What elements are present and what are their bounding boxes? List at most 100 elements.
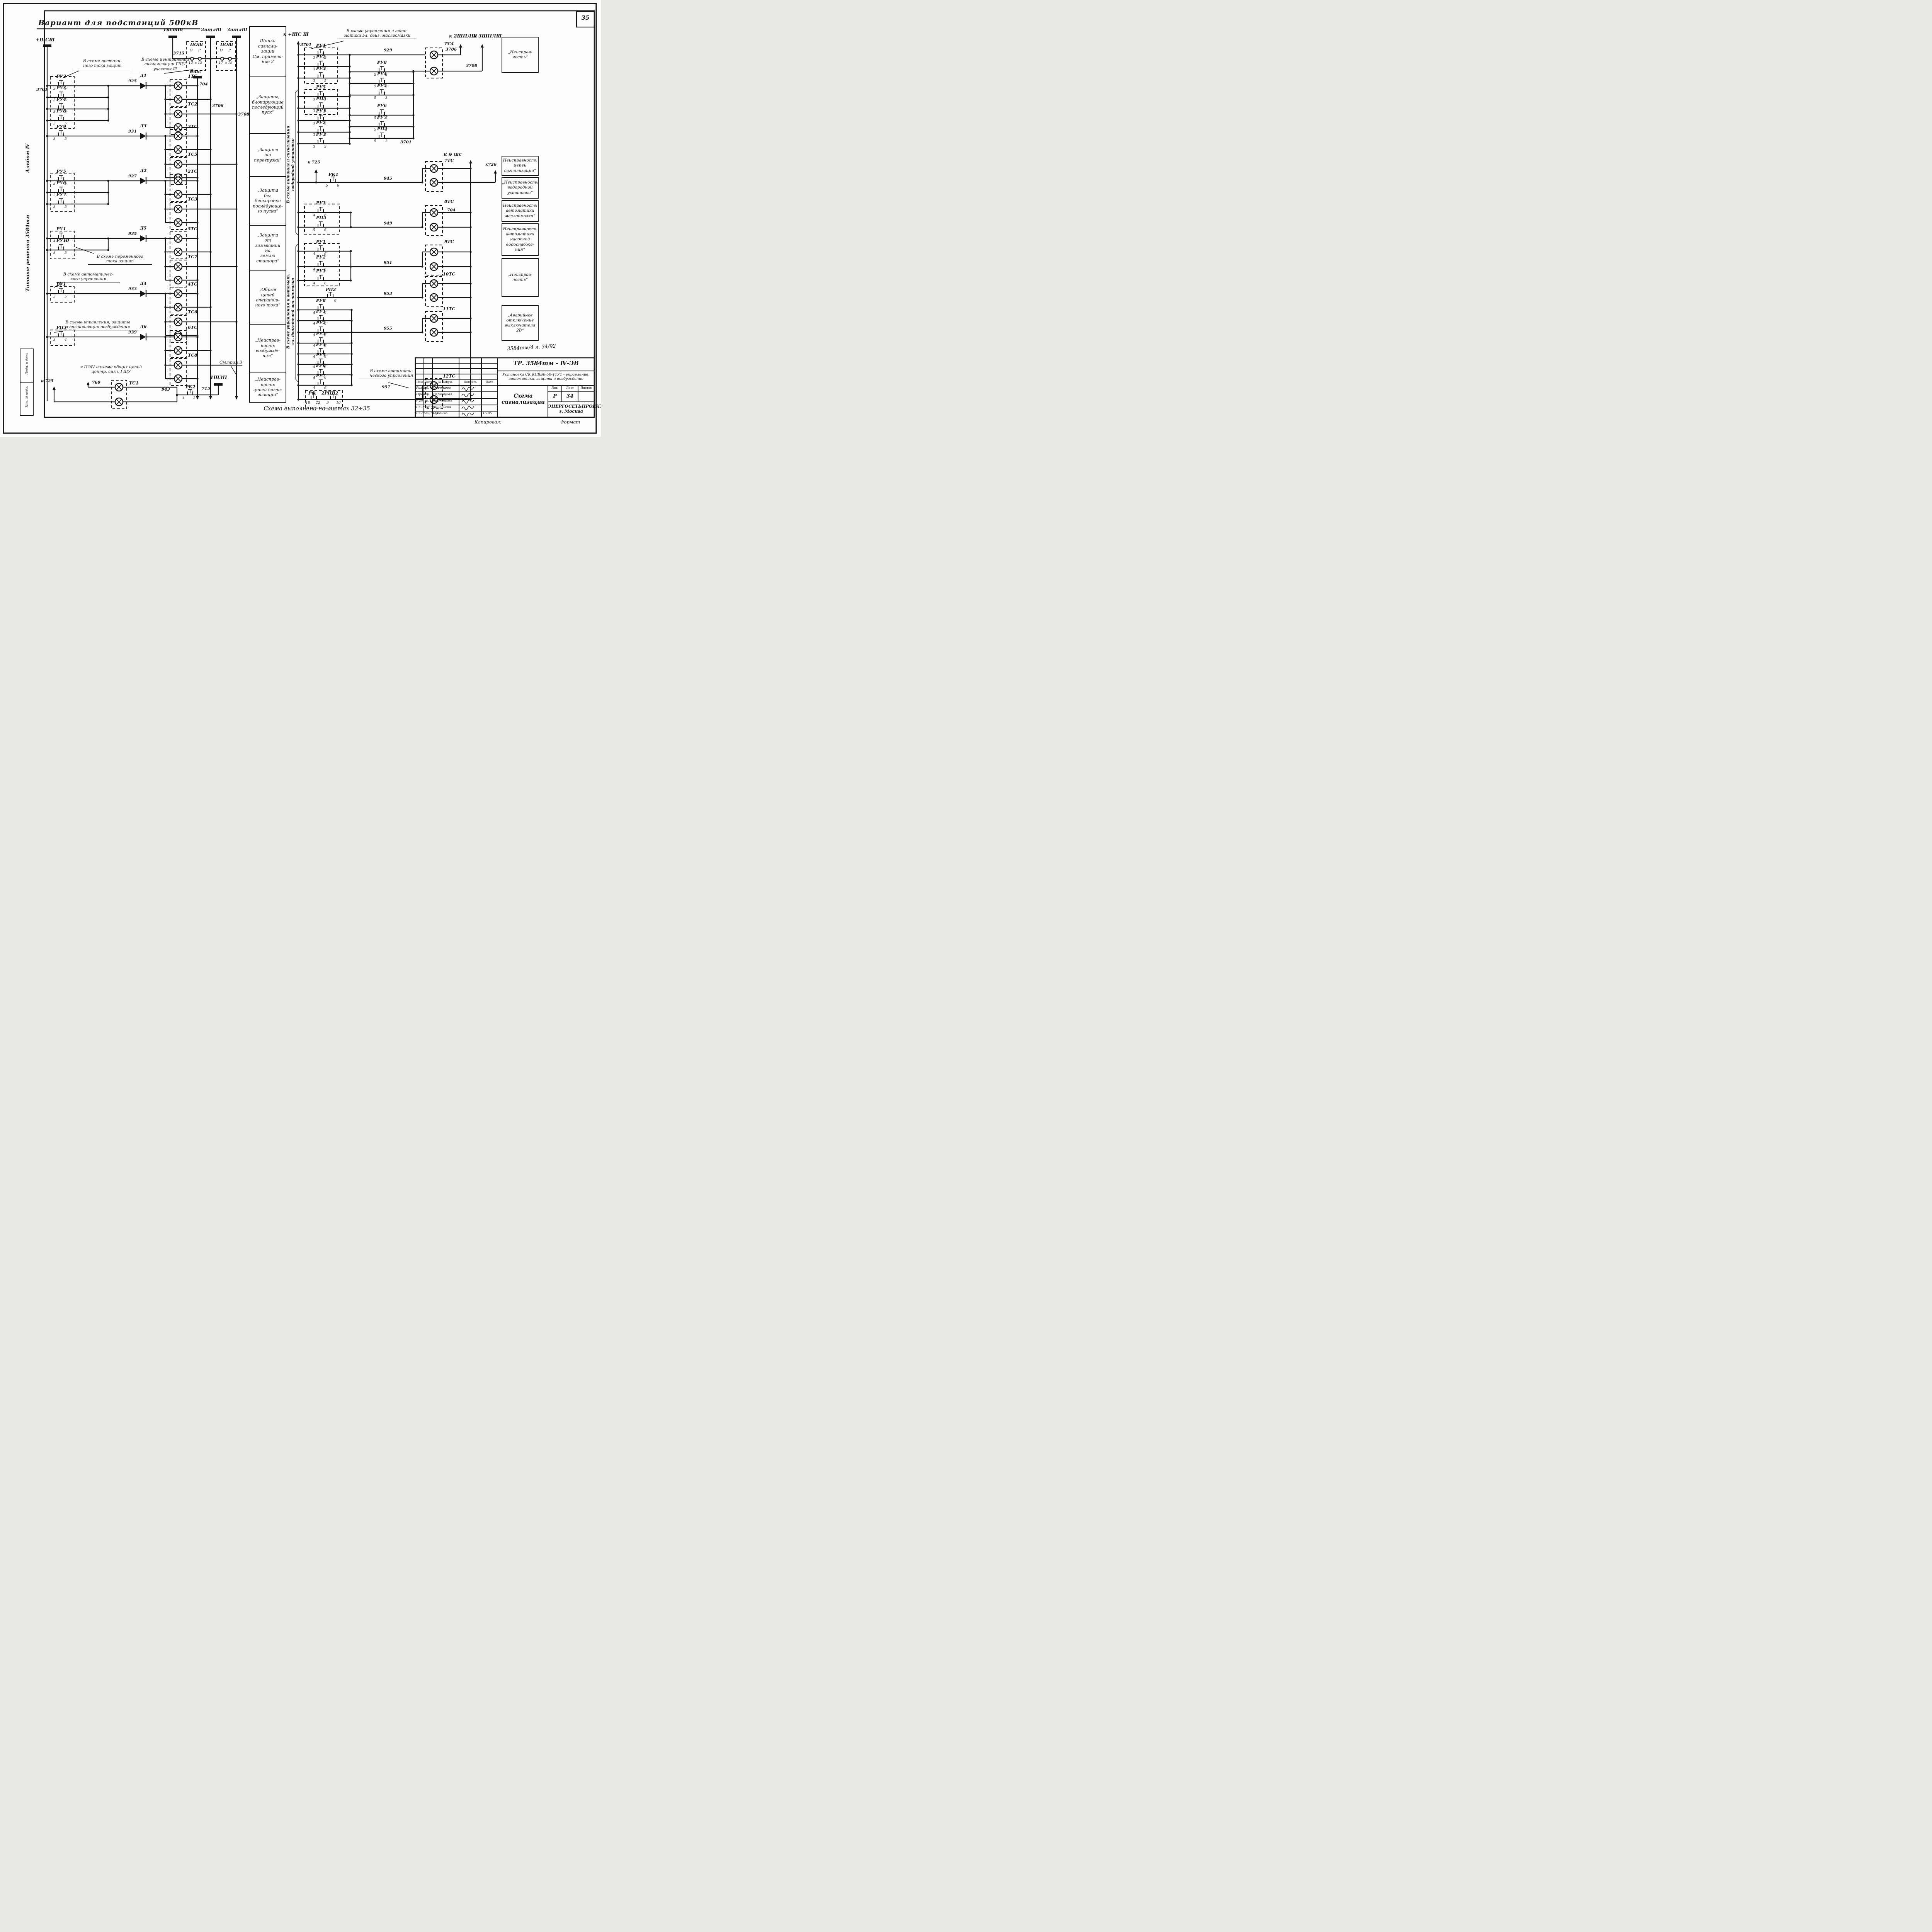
- label-left-ann_ac: В схеме переменного тока защит: [88, 254, 152, 265]
- label-tb-code: ТР. 3584тм - Ⅳ-ЭВ: [513, 360, 579, 367]
- label-left-groups-2-relays-2-b: 5: [65, 205, 67, 209]
- label-left-groups-5-relays-0-name: РП3: [56, 325, 67, 330]
- label-left-groups-2-lamp1: 2ТС: [188, 169, 197, 174]
- label-left-ann_auto: В схеме автоматичес- кого управления: [56, 272, 120, 282]
- label-left-groups-2-relays-2-name: РУ7: [56, 192, 66, 197]
- label-tb-sheets_h: Листов: [580, 386, 592, 389]
- label-margin-stamp_bottom: Инв. № подл.: [25, 386, 29, 408]
- label-right-t1-2-name: РУ2: [316, 320, 326, 325]
- label-right-lb1-1-b: 6: [324, 228, 327, 232]
- label-right-t2-3-name: РУ6: [316, 363, 326, 368]
- label-right-r2-1-name: РУ7: [377, 115, 387, 120]
- label-right-u1-2-name: РУ3: [316, 66, 326, 71]
- label-page-copied_label: Копировал:: [474, 419, 502, 425]
- label-left-groups-5-relays-0-a: 3: [53, 338, 56, 342]
- label-left-po-1-p: Р: [228, 49, 231, 53]
- label-left-groups-1-lamp2: ТС5: [188, 152, 197, 157]
- label-right-r1-2-name: РУ5: [377, 83, 387, 88]
- label-right-u3-2-name: РУ3: [316, 132, 326, 137]
- label-right-r2-2-name: РП2: [377, 126, 388, 131]
- label-left-groups-0-relays-3-a: 3: [53, 122, 56, 126]
- label-left-groups-3-lamp1: 5ТС: [188, 226, 197, 231]
- label-right-u3-2-b: 5: [324, 145, 327, 149]
- label-left-groups-3-wire: 935: [128, 231, 137, 236]
- label-left-groups-1-wire: 931: [128, 129, 137, 134]
- label-left-po-0-t: ПОⅢ: [190, 42, 203, 47]
- label-left-groups-2-relays-0-name: РУ5: [56, 169, 66, 174]
- label-right-lb2-2-name: РУ3: [316, 269, 326, 274]
- label-left-groups-4-diode: Д4: [140, 281, 147, 286]
- label-right-t2-1-name: РУ4: [316, 342, 326, 347]
- label-left-groups-0-relays-1-b: 5: [65, 99, 67, 102]
- signal-label-box: Неисправность автоматики насосной водосн…: [502, 223, 539, 256]
- label-tb-doc: Схема сигнализации: [502, 393, 545, 405]
- schematic-canvas: [3, 3, 597, 434]
- signal-cell: „Защита от замыканий на землю статора“: [250, 226, 286, 271]
- label-right-r2-2-a: 5: [374, 139, 376, 143]
- label-right-lb2-1-a: 4: [313, 268, 315, 272]
- label-left-groups-4-relays-0-b: 5: [65, 295, 67, 299]
- label-right-tc12: 12ТС: [443, 374, 456, 379]
- label-right-w949: 949: [384, 221, 392, 226]
- label-left-groups-5-lamp2: ТС8: [188, 353, 197, 358]
- label-margin-album: Альбом Ⅳ: [24, 143, 31, 173]
- label-right-lb2-0-a: 4: [313, 252, 315, 256]
- label-left-groups-4-lamp1: 4ТС: [188, 282, 197, 287]
- label-left-groups-3-relays-0-name: РУ1: [56, 226, 66, 231]
- label-left-po-1-a: 17: [219, 61, 223, 65]
- label-right-t1-1-b: 6: [324, 322, 327, 326]
- label-tb-cols-izm: Изм: [416, 380, 423, 384]
- label-left-groups-2-relays-1-name: РУ6: [56, 180, 66, 185]
- label-right-ann_oil: В схеме управления и авто- матики эл. дв…: [338, 29, 416, 39]
- label-right-r2-1-b: 3: [385, 128, 388, 132]
- label-right-r2-2-b: 3: [385, 139, 388, 143]
- label-right-w704: 704: [447, 208, 456, 213]
- label-right-t1-2-b: 6: [324, 333, 327, 337]
- label-page-bottom_note: Схема выполнена на листах 32÷35: [264, 406, 370, 412]
- label-right-k3: к 3ШПЛⅢ: [474, 33, 502, 39]
- label-right-lb1-1-a: 5: [313, 228, 315, 232]
- label-right-t2-0-b: 6: [324, 344, 327, 348]
- label-tb-lit: Р: [553, 393, 557, 399]
- label-right-u1-1-name: РУ2: [316, 54, 326, 60]
- label-left-groups-3-relays-0-a: 4: [53, 240, 56, 243]
- label-right-rk1-name: РК1: [328, 172, 338, 177]
- drawing-sheet: Шинки сигнали- зации См. примеча- ние 2 …: [0, 0, 601, 437]
- label-left-groups-4-lamp2: ТС6: [188, 310, 197, 315]
- label-right-lb2-2-a: 4: [313, 282, 315, 286]
- label-left-groups-0-diode: Д1: [140, 73, 147, 78]
- label-tb-cols-doc: № Докум.: [438, 380, 453, 384]
- label-right-rpv-a: 9: [327, 401, 329, 405]
- label-right-rpv-b: 10: [336, 401, 341, 405]
- signal-cell: „Обрыв цепей оператив- ного тока“: [250, 271, 286, 325]
- label-right-tc9: 9ТС: [444, 239, 454, 244]
- label-right-r2-1-a: 5: [374, 128, 376, 132]
- signal-label-box: Неисправность автоматики маслосмазки“: [502, 200, 539, 222]
- label-right-w3701a: 3701: [300, 43, 312, 47]
- signal-cell: „Защита без блокировки последующе- го пу…: [250, 177, 286, 226]
- label-tb-sheet_h: Лист: [566, 386, 574, 389]
- label-right-t2-2-b: 6: [324, 366, 327, 369]
- label-right-t1-1-a: 4: [313, 322, 315, 326]
- label-left-po-0-a: 13: [189, 61, 193, 65]
- label-left-w3715: 3715: [173, 51, 185, 56]
- label-left-ann_exc: В схеме управления, защиты и сигнализаци…: [57, 320, 138, 330]
- label-left-groups-0-lamp2: ТС2: [188, 102, 197, 107]
- label-right-rp2-b: 6: [334, 299, 337, 303]
- label-right-rp2-a: 5: [323, 299, 325, 303]
- label-right-t2-2-name: РУ5: [316, 352, 326, 357]
- label-tb-org: ЭНЕРГОСЕТЬПРОЕКТ г. Москва: [548, 404, 601, 414]
- label-right-u3-1-name: РУ2: [316, 120, 326, 125]
- label-left-groups-3-relays-1-b: 5: [65, 251, 67, 255]
- label-right-t2-4-name: РУ7: [316, 373, 326, 378]
- label-left-groups-2-wire: 927: [128, 174, 137, 179]
- label-margin-series: Типовые решения 3584тм: [24, 214, 31, 292]
- label-right-u3-1-b: 5: [324, 133, 327, 137]
- label-left-groups-4-wire: 933: [128, 287, 137, 291]
- label-tb-rows-3-role: Гл.инж.пр.: [416, 405, 436, 409]
- label-right-w957: 957: [382, 385, 390, 389]
- label-page-title: Вариант для подстанций 500кВ: [37, 19, 200, 30]
- label-tb-cols-date: Дата: [486, 380, 493, 384]
- label-right-u3-0-a: 3: [313, 122, 315, 126]
- label-left-bus1: 1шзпⅢ: [163, 27, 184, 32]
